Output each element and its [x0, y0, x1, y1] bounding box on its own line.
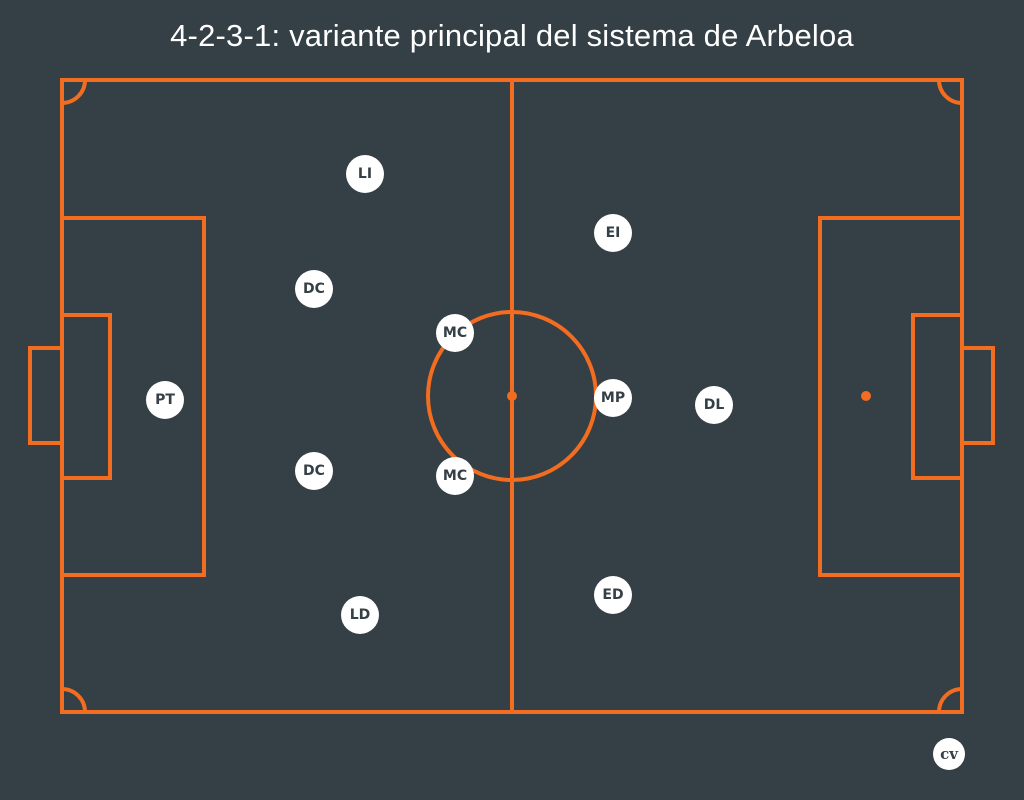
right-penalty-spot: [861, 391, 871, 401]
left-goal-area: [60, 313, 112, 480]
left-goal: [28, 346, 64, 445]
player-pt: PT: [146, 381, 184, 419]
right-goal-area: [911, 313, 964, 480]
player-mc-1: MC: [436, 314, 474, 352]
right-goal: [960, 346, 995, 445]
right-penalty-area: [818, 216, 964, 577]
player-ed: ED: [594, 576, 632, 614]
player-dl: DL: [695, 386, 733, 424]
player-mc-2: MC: [436, 457, 474, 495]
brand-logo: cv: [933, 738, 965, 770]
page-title: 4-2-3-1: variante principal del sistema …: [170, 18, 854, 53]
center-spot: [507, 391, 517, 401]
player-dc-2: DC: [295, 452, 333, 490]
corner-arc-bottom-left: [61, 687, 87, 713]
corner-arc-top-right: [937, 79, 963, 105]
corner-arc-bottom-right: [937, 687, 963, 713]
player-dc-1: DC: [295, 270, 333, 308]
player-li: LI: [346, 155, 384, 193]
player-mp: MP: [594, 379, 632, 417]
player-ld: LD: [341, 596, 379, 634]
player-ei: EI: [594, 214, 632, 252]
corner-arc-top-left: [61, 79, 87, 105]
